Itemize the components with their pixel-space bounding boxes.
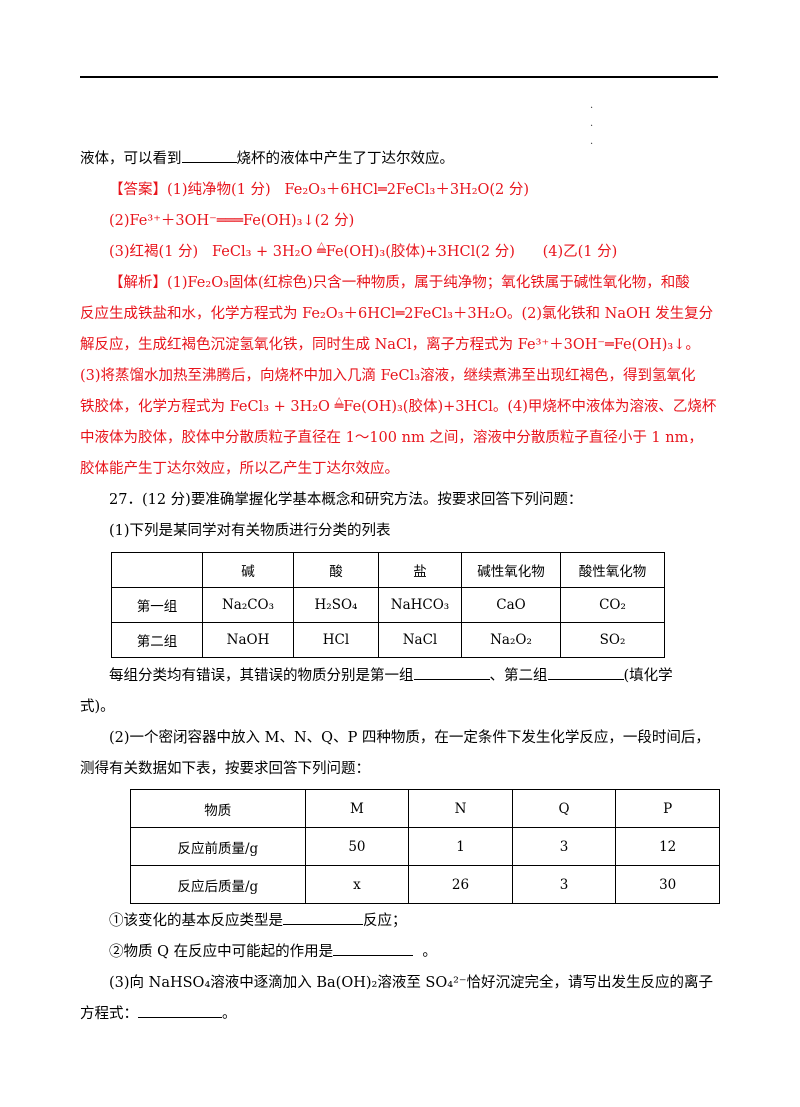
table-row: 反应后质量/g x 26 3 30 [130,865,720,904]
q-role-blank[interactable] [333,940,414,956]
answer-tag: 【答案】 [109,182,167,198]
document-page: 液体，可以看到烧杯的液体中产生了丁达尔效应。 【答案】(1)纯净物(1 分) F… [80,144,720,1030]
question-27-part-3: (3)向 NaHSO₄溶液中逐滴加入 Ba(OH)₂溶液至 SO₄²⁻恰好沉淀完… [109,975,714,991]
analysis-line-4: (3)将蒸馏水加热至沸腾后，向烧杯中加入几滴 FeCl₃溶液，继续煮沸至出现红褐… [80,368,696,384]
heat-equals-sign: △═ [334,396,344,415]
reaction-type-blank[interactable] [283,909,363,925]
table-header-row: 碱 酸 盐 碱性氧化物 酸性氧化物 [111,552,665,588]
answer-line-3: (3)红褐(1 分) FeCl₃ + 3H₂O △═Fe(OH)₃(胶体)+3H… [80,237,720,268]
question-27-part-3-cont: 方程式：。 [80,999,720,1030]
part-2-question-2: ②物质 Q 在反应中可能起的作用是 。 [80,937,720,968]
analysis-line-2: 反应生成铁盐和水，化学方程式为 Fe₂O₃＋6HCl═2FeCl₃＋3H₂O。(… [80,306,714,322]
header-rule [80,76,718,78]
part-2-question-1: ①该变化的基本反应类型是反应； [80,906,720,937]
answer-line-2: (2)Fe³⁺＋3OH⁻═══Fe(OH)₃↓(2 分) [109,213,355,229]
analysis-line-7: 胶体能产生丁达尔效应，所以乙产生丁达尔效应。 [80,461,399,477]
corner-marks: ··· [590,103,594,150]
mass-table: 物质 M N Q P 反应前质量/g 50 1 3 12 反应后质量/g x 2… [130,789,720,904]
analysis-tag: 【解析】 [109,275,167,291]
question-27-title: 27．(12 分)要准确掌握化学基本概念和研究方法。按要求回答下列问题： [109,492,583,508]
group-1-blank[interactable] [413,664,490,680]
answer-line-1: 【答案】(1)纯净物(1 分) Fe₂O₃＋6HCl═2FeCl₃＋3H₂O(2… [109,182,530,198]
table-header-row: 物质 M N Q P [130,789,720,828]
analysis-line-1: 【解析】(1)Fe₂O₃固体(红棕色)只含一种物质，属于纯净物；氧化铁属于碱性氧… [109,275,690,291]
heat-equals-sign: △═ [316,241,326,260]
part-1-question: 每组分类均有错误，其错误的物质分别是第一组、第二组(填化学 [80,661,720,692]
table-row: 第二组 NaOH HCl NaCl Na₂O₂ SO₂ [111,622,665,658]
group-2-blank[interactable] [547,664,624,680]
question-27-part-1: (1)下列是某同学对有关物质进行分类的列表 [109,523,391,539]
analysis-line-3: 解反应，生成红褐色沉淀氢氧化铁，同时生成 NaCl，离子方程式为 Fe³⁺＋3O… [80,337,700,353]
analysis-line-5: 铁胶体，化学方程式为 FeCl₃ + 3H₂O △═Fe(OH)₃(胶体)+3H… [80,392,720,423]
answer-blank[interactable] [181,147,237,163]
classification-table: 碱 酸 盐 碱性氧化物 酸性氧化物 第一组 Na₂CO₃ H₂SO₄ NaHCO… [111,552,665,658]
question-27-part-2-cont: 测得有关数据如下表，按要求回答下列问题： [80,761,370,777]
table-row: 第一组 Na₂CO₃ H₂SO₄ NaHCO₃ CaO CO₂ [111,587,665,623]
ionic-equation-blank[interactable] [138,1002,222,1018]
question-27-part-2: (2)一个密闭容器中放入 M、N、Q、P 四种物质，在一定条件下发生化学反应，一… [109,730,710,746]
table-row: 反应前质量/g 50 1 3 12 [130,827,720,866]
intro-line: 液体，可以看到烧杯的液体中产生了丁达尔效应。 [80,144,720,175]
analysis-line-6: 中液体为胶体，胶体中分散质粒子直径在 1～100 nm 之间，溶液中分散质粒子直… [80,430,703,446]
part-1-question-end: 式)。 [80,699,115,715]
